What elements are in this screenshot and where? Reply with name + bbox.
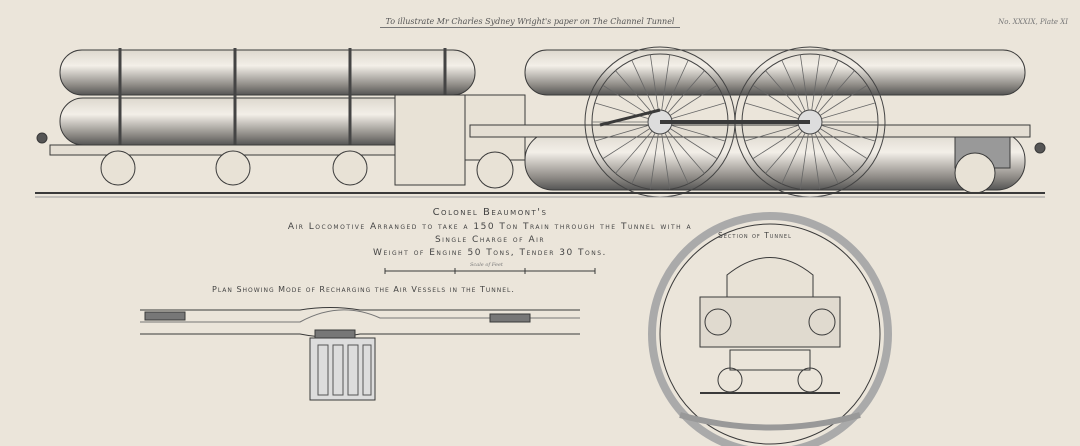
wheel-spoke bbox=[781, 132, 806, 185]
plate-number: No. XXXIX, Plate XI bbox=[998, 18, 1068, 26]
wheel-spoke bbox=[819, 128, 868, 160]
wheel-spoke bbox=[817, 70, 855, 114]
wheel-spoke bbox=[744, 124, 799, 142]
wheel-spoke bbox=[752, 128, 801, 160]
wheel-spoke bbox=[814, 132, 839, 185]
wheel-spoke bbox=[765, 70, 803, 114]
wheel-spoke bbox=[817, 130, 855, 174]
wheel-spoke bbox=[631, 59, 656, 112]
wheel-spoke bbox=[669, 128, 718, 160]
scale-bar bbox=[384, 268, 596, 274]
wheel-spoke bbox=[811, 54, 821, 111]
wheel-spoke bbox=[671, 102, 726, 120]
wheel-spoke bbox=[671, 124, 726, 142]
title-line-3: Single Charge of Air bbox=[434, 235, 546, 245]
locomotive bbox=[464, 46, 1046, 198]
wheel-spoke bbox=[744, 102, 799, 120]
plan-view bbox=[140, 307, 580, 401]
wheel-spoke bbox=[819, 84, 868, 116]
scale-label: Scale of Feet bbox=[470, 262, 503, 268]
title-line-2: Air Locomotive Arranged to take a 150 To… bbox=[287, 222, 693, 232]
wheel-spoke bbox=[811, 133, 821, 190]
plan-label: Plan Showing Mode of Recharging the Air … bbox=[212, 285, 515, 294]
wheel-spoke bbox=[814, 59, 839, 112]
title-line-1: Colonel Beaumont's bbox=[432, 207, 548, 218]
tender bbox=[36, 48, 476, 186]
section-label: Section of Tunnel bbox=[718, 231, 792, 240]
wheel-spoke bbox=[661, 54, 671, 111]
wheel-spoke bbox=[799, 133, 809, 190]
wheel-spoke bbox=[765, 130, 803, 174]
wheel-spoke bbox=[615, 130, 653, 174]
wheel-spoke bbox=[594, 124, 649, 142]
wheel-spoke bbox=[752, 84, 801, 116]
wheel-spoke bbox=[602, 84, 651, 116]
wheel-spoke bbox=[649, 133, 659, 190]
wheel-spoke bbox=[615, 70, 653, 114]
header-caption: To illustrate Mr Charles Sydney Wright's… bbox=[380, 17, 680, 28]
wheel-spoke bbox=[631, 132, 656, 185]
wheel-spoke bbox=[669, 84, 718, 116]
wheel-spoke bbox=[667, 70, 705, 114]
wheel-spoke bbox=[661, 133, 671, 190]
wheel-spoke bbox=[649, 54, 659, 111]
wheel-spoke bbox=[664, 59, 689, 112]
wheel-spoke bbox=[821, 124, 876, 142]
wheel-spoke bbox=[781, 59, 806, 112]
wheel-spoke bbox=[602, 128, 651, 160]
title-line-4: Weight of Engine 50 Tons, Tender 30 Tons… bbox=[373, 248, 607, 258]
wheel-spoke bbox=[821, 102, 876, 120]
wheel-spoke bbox=[667, 130, 705, 174]
wheel-spoke bbox=[664, 132, 689, 185]
wheel-spoke bbox=[799, 54, 809, 111]
tunnel-section bbox=[648, 212, 892, 446]
